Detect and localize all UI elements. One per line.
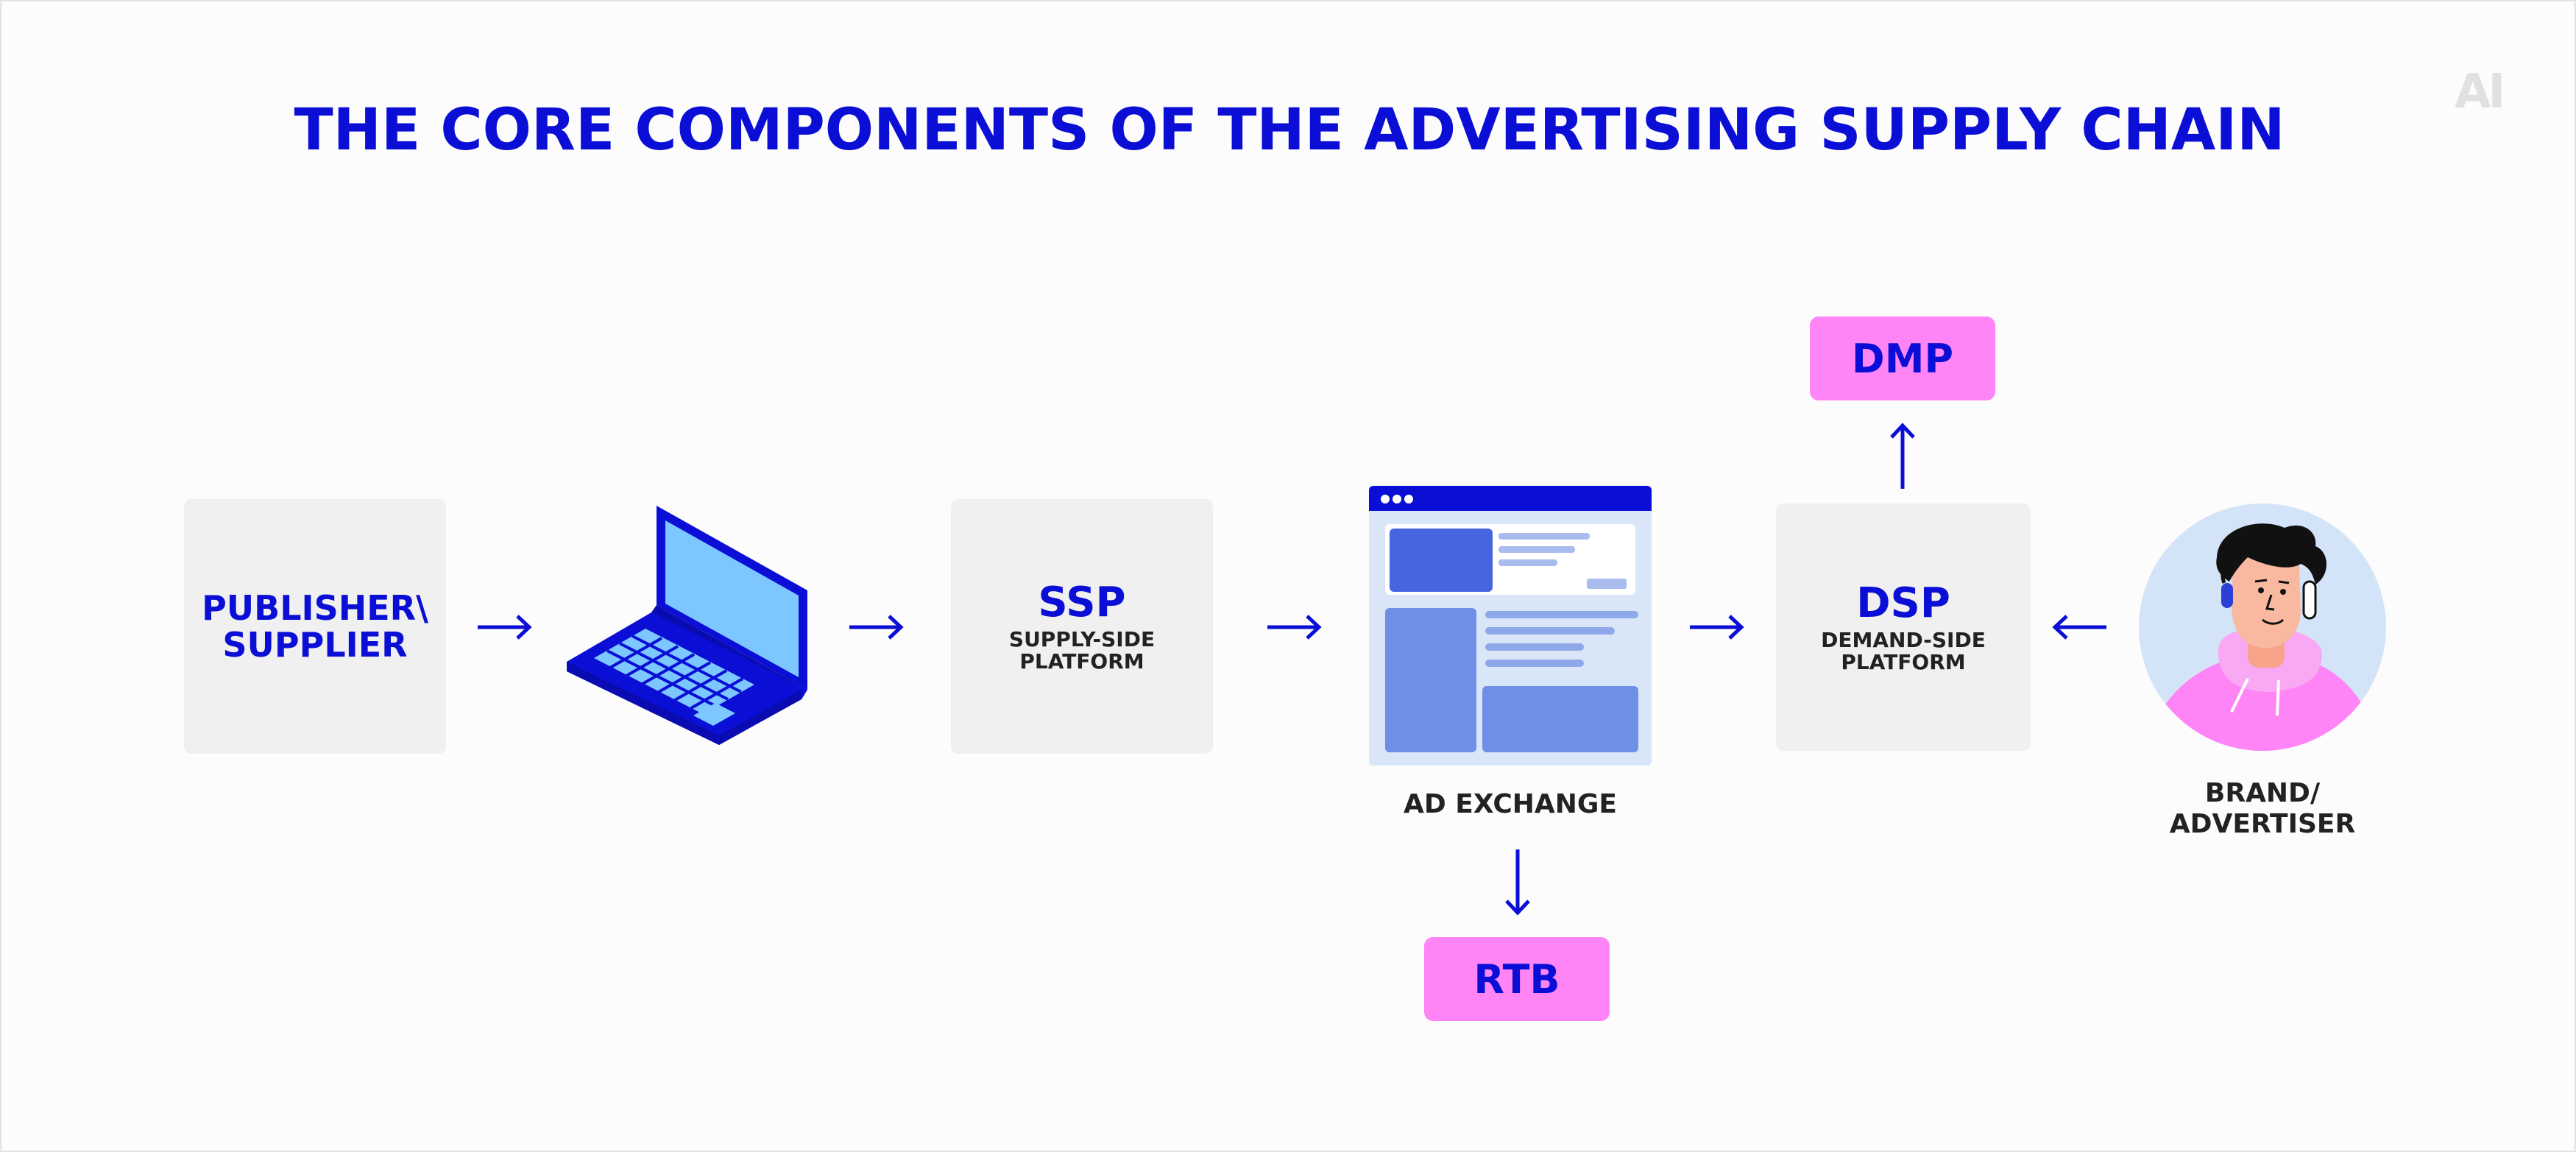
ad-exchange-caption: AD EXCHANGE [1403,789,1618,819]
advertiser-label: ADVERTISER [2169,809,2356,839]
supplier-label: SUPPLIER [222,625,408,665]
person-avatar-icon [2137,502,2388,752]
arrow-right-icon [1266,612,1322,642]
publisher-label: PUBLISHER\ [202,588,428,628]
arrow-down-icon [1503,848,1532,916]
dsp-subtitle-line2: PLATFORM [1841,650,1966,674]
page-title: THE CORE COMPONENTS OF THE ADVERTISING S… [294,97,2285,163]
brand-logo: AI [2455,65,2505,119]
arrow-up-icon [1888,423,1917,490]
ssp-subtitle-line1: SUPPLY-SIDE [1008,627,1156,651]
dsp-subtitle-line1: DEMAND-SIDE [1821,628,1986,652]
browser-window-icon [1369,486,1652,766]
rtb-badge: RTB [1424,937,1610,1021]
ssp-title: SSP [1038,579,1126,626]
arrow-right-icon [476,612,532,642]
ssp-box: SSP SUPPLY-SIDE PLATFORM [951,499,1213,754]
dmp-badge: DMP [1810,317,1995,400]
arrow-left-icon [2052,612,2108,642]
arrow-right-icon [1688,612,1744,642]
laptop-icon [565,502,815,752]
ssp-subtitle-line2: PLATFORM [1019,649,1144,674]
publisher-supplier-box: PUBLISHER\ SUPPLIER [184,499,446,754]
brand-label: BRAND/ [2204,778,2321,808]
dsp-title: DSP [1856,579,1950,627]
brand-advertiser-caption: BRAND/ ADVERTISER [2115,778,2410,840]
dsp-box: DSP DEMAND-SIDE PLATFORM [1776,503,2031,751]
arrow-right-icon [848,612,904,642]
